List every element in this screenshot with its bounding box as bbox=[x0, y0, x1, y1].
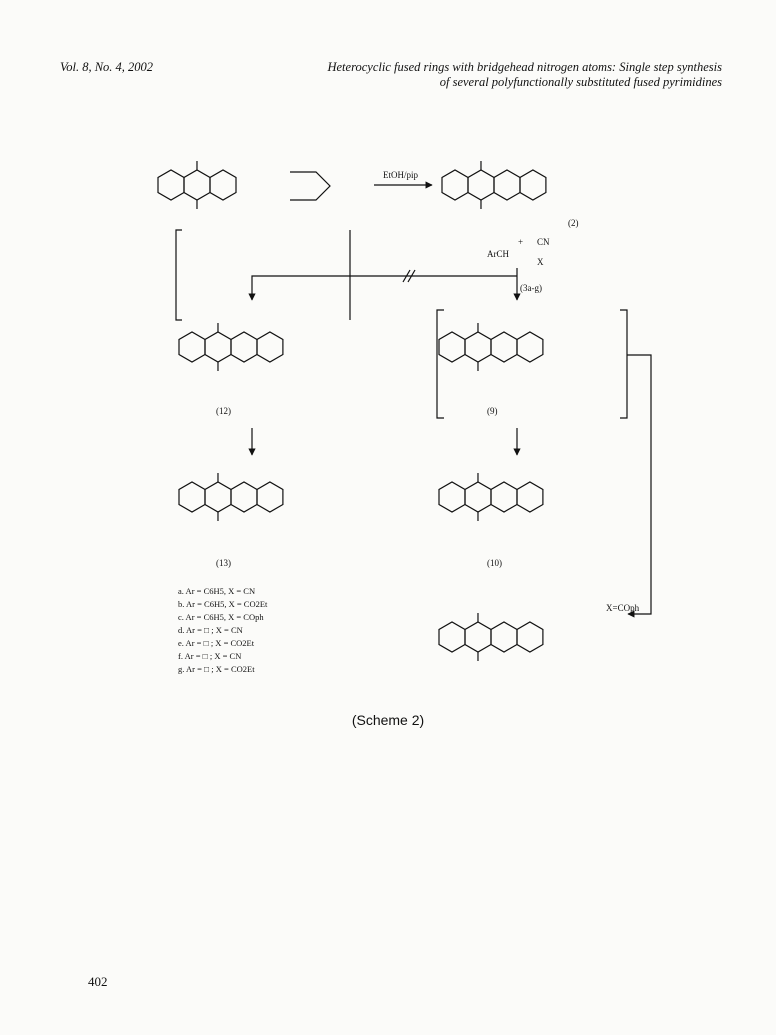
structure-product-cophenyl-ring-3 bbox=[490, 621, 518, 653]
label-arylidene-ar: ArCH bbox=[487, 249, 509, 259]
legend-d: d. Ar = □ ; X = CN bbox=[178, 625, 243, 635]
structure-1-ring-2 bbox=[183, 169, 211, 201]
running-title-line-1: Heterocyclic fused rings with bridgehead… bbox=[327, 60, 722, 74]
structure-2-ring-2 bbox=[467, 169, 495, 201]
structure-product-cophenyl-ring-1 bbox=[438, 621, 466, 653]
structure-9-ring-2 bbox=[464, 331, 492, 363]
bracket-9-left bbox=[436, 309, 444, 419]
arrow-branch-cophenyl bbox=[627, 354, 652, 618]
structure-12-ring-1 bbox=[178, 331, 206, 363]
branch-condition: X=COph bbox=[606, 603, 640, 613]
arrow-to-12 bbox=[248, 275, 517, 301]
running-title-line-2: of several polyfunctionally substituted … bbox=[439, 75, 722, 89]
structure-10-ring-2 bbox=[464, 481, 492, 513]
aminocrotononitrile bbox=[290, 171, 331, 201]
structure-product-cophenyl-ring-4 bbox=[516, 621, 544, 653]
label-arylidene-x: X bbox=[537, 257, 544, 267]
structure-13-ring-4 bbox=[256, 481, 284, 513]
label-compound-9: (9) bbox=[487, 406, 498, 416]
page-number: 402 bbox=[88, 974, 108, 989]
blocked-mark-1 bbox=[402, 269, 411, 283]
structure-12-ring-2 bbox=[204, 331, 232, 363]
label-compound-2: (2) bbox=[568, 218, 579, 228]
label-compound-3: (3a-g) bbox=[520, 283, 542, 293]
reagent-label: EtOH/pip bbox=[383, 170, 418, 180]
structure-12-ring-4 bbox=[256, 331, 284, 363]
bracket-left bbox=[175, 229, 182, 321]
structure-9-ring-3 bbox=[490, 331, 518, 363]
scheme-caption: (Scheme 2) bbox=[351, 712, 425, 728]
label-compound-10: (10) bbox=[487, 558, 502, 568]
structure-2-ring-1 bbox=[441, 169, 469, 201]
structure-product-cophenyl-ring-2 bbox=[464, 621, 492, 653]
structure-1-ring-3 bbox=[209, 169, 237, 201]
plus-sign: + bbox=[518, 237, 523, 247]
structure-9-ring-1 bbox=[438, 331, 466, 363]
running-title: Heterocyclic fused rings with bridgehead… bbox=[327, 60, 722, 90]
structure-13-ring-1 bbox=[178, 481, 206, 513]
label-compound-13: (13) bbox=[216, 558, 231, 568]
legend-c: c. Ar = C6H5, X = COph bbox=[178, 612, 264, 622]
structure-2-ring-3 bbox=[493, 169, 521, 201]
substituent-legend: a. Ar = C6H5, X = CN b. Ar = C6H5, X = C… bbox=[178, 586, 268, 674]
scheme-arrows bbox=[175, 181, 652, 618]
structure-1-ring-1 bbox=[157, 169, 185, 201]
legend-a: a. Ar = C6H5, X = CN bbox=[178, 586, 255, 596]
blocked-mark-2 bbox=[407, 269, 416, 283]
bracket-9-right bbox=[620, 309, 628, 419]
structure-12-ring-3 bbox=[230, 331, 258, 363]
journal-volume: Vol. 8, No. 4, 2002 bbox=[60, 60, 154, 74]
structure-2-ring-4 bbox=[519, 169, 547, 201]
structure-10-ring-4 bbox=[516, 481, 544, 513]
structure-10-ring-3 bbox=[490, 481, 518, 513]
legend-g: g. Ar = □ ; X = CO2Et bbox=[178, 664, 255, 674]
labels: EtOH/pip (2) + ArCH CN X (3a-g) (12) (9)… bbox=[216, 170, 640, 613]
legend-e: e. Ar = □ ; X = CO2Et bbox=[178, 638, 255, 648]
structure-13-ring-2 bbox=[204, 481, 232, 513]
label-compound-12: (12) bbox=[216, 406, 231, 416]
legend-b: b. Ar = C6H5, X = CO2Et bbox=[178, 599, 268, 609]
legend-f: f. Ar = □ ; X = CN bbox=[178, 651, 241, 661]
structure-10-ring-1 bbox=[438, 481, 466, 513]
structure-13-ring-3 bbox=[230, 481, 258, 513]
structure-9-ring-4 bbox=[516, 331, 544, 363]
label-arylidene-cn: CN bbox=[537, 237, 550, 247]
